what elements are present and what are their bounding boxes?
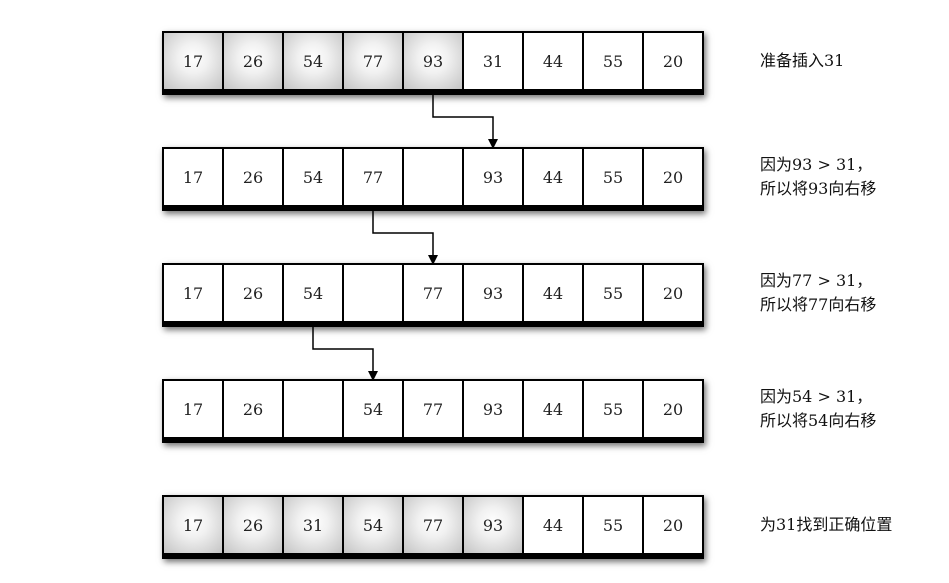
array-cell: 17	[164, 381, 222, 437]
array-cell: 55	[584, 33, 642, 89]
array-cell: 20	[644, 497, 702, 553]
array-cell: 17	[164, 497, 222, 553]
caption-row-3: 因为77 > 31， 所以将77向右移	[760, 271, 877, 314]
array-cell: 20	[644, 149, 702, 205]
array-cell: 54	[344, 381, 402, 437]
array-cell: 44	[524, 33, 582, 89]
caption-row-5: 为31找到正确位置	[760, 515, 893, 534]
array-cell: 93	[464, 265, 522, 321]
caption-row-2: 因为93 > 31， 所以将93向右移	[760, 155, 877, 198]
array-cell: 55	[584, 381, 642, 437]
array-cell: 44	[524, 381, 582, 437]
array-cell: 55	[584, 497, 642, 553]
caption-row-4: 因为54 > 31， 所以将54向右移	[760, 387, 877, 430]
array-cell	[344, 265, 402, 321]
array-cell: 54	[284, 149, 342, 205]
array-cell: 55	[584, 149, 642, 205]
array-cell: 20	[644, 33, 702, 89]
move-arrow	[432, 91, 498, 149]
array-cell: 93	[404, 33, 462, 89]
move-arrow	[312, 323, 378, 381]
array-cell: 26	[224, 497, 282, 553]
array-cell: 54	[344, 497, 402, 553]
array-cell: 54	[284, 33, 342, 89]
move-arrow	[372, 207, 438, 265]
array-cell: 31	[284, 497, 342, 553]
array-cell: 77	[404, 265, 462, 321]
array-cell: 44	[524, 265, 582, 321]
array-cell: 77	[404, 381, 462, 437]
array-cell: 31	[464, 33, 522, 89]
array-cell: 26	[224, 33, 282, 89]
array-cell: 54	[284, 265, 342, 321]
array-cell: 55	[584, 265, 642, 321]
array-cell: 93	[464, 381, 522, 437]
caption-row-1: 准备插入31	[760, 51, 845, 70]
array-cell: 26	[224, 381, 282, 437]
array-cell: 26	[224, 265, 282, 321]
array-cell: 26	[224, 149, 282, 205]
array-cell	[404, 149, 462, 205]
array-cell: 20	[644, 265, 702, 321]
array-cell	[284, 381, 342, 437]
array-cell: 93	[464, 497, 522, 553]
array-cell: 17	[164, 33, 222, 89]
array-cell: 77	[344, 149, 402, 205]
array-cell: 17	[164, 149, 222, 205]
array-cell: 77	[404, 497, 462, 553]
array-cell: 77	[344, 33, 402, 89]
array-cell: 20	[644, 381, 702, 437]
array-cell: 44	[524, 497, 582, 553]
array-cell: 93	[464, 149, 522, 205]
array-cell: 17	[164, 265, 222, 321]
array-cell: 44	[524, 149, 582, 205]
